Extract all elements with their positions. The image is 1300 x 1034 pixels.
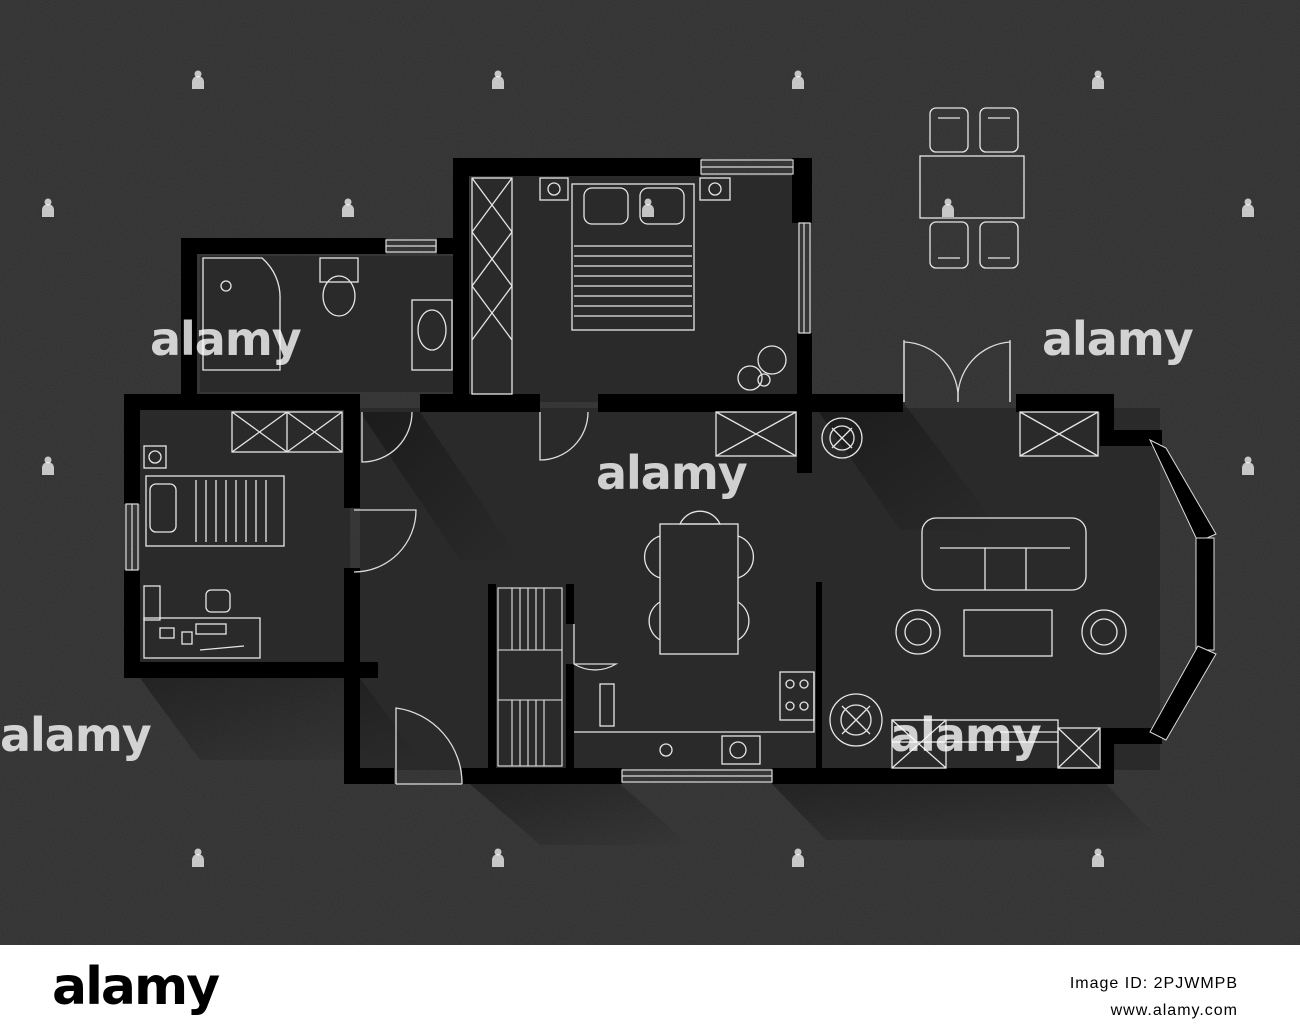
footer-url: www.alamy.com <box>1110 1002 1238 1019</box>
floor-plan <box>0 0 1300 945</box>
watermark-person-icon <box>1242 198 1254 217</box>
footer-logo: alamy <box>52 957 220 1017</box>
master-bedroom-furniture <box>471 177 787 395</box>
wall-shadows <box>140 402 1160 845</box>
watermark-text: alamy <box>1042 312 1194 366</box>
watermark-person-icon <box>642 198 654 217</box>
watermark-person-icon <box>42 456 54 475</box>
watermark-person-icon <box>492 70 504 89</box>
bathroom-fixtures <box>202 257 453 371</box>
kitchen-counter <box>574 671 815 765</box>
cabinets <box>715 411 1101 769</box>
floor-area <box>140 176 1160 770</box>
watermark-person-icon <box>342 198 354 217</box>
outdoor-dining-set <box>919 107 1025 269</box>
watermark-text: alamy <box>596 446 748 500</box>
watermark-person-icon <box>1242 456 1254 475</box>
watermark-person-icon <box>1092 848 1104 867</box>
watermark-icons <box>42 70 1254 867</box>
watermark-person-icon <box>792 848 804 867</box>
watermark-person-icon <box>1092 70 1104 89</box>
windows <box>125 159 811 783</box>
doors <box>353 340 1011 785</box>
watermark-person-icon <box>192 848 204 867</box>
dining-set <box>643 510 755 655</box>
watermark-text: alamy <box>0 708 152 762</box>
watermark-person-icon <box>192 70 204 89</box>
pantry-shelving <box>497 587 563 767</box>
watermark-text: alamy <box>890 708 1042 762</box>
plants <box>821 417 883 747</box>
watermark-person-icon <box>942 198 954 217</box>
chalkboard-background: alamy alamy alamy alamy alamy <box>0 0 1300 945</box>
watermark-person-icon <box>792 70 804 89</box>
watermark-person-icon <box>42 198 54 217</box>
bay-window <box>1148 438 1217 741</box>
watermark-text: alamy <box>150 312 302 366</box>
living-room-furniture <box>891 517 1127 743</box>
watermark-person-icon <box>492 848 504 867</box>
kids-bedroom-furniture <box>143 411 343 659</box>
footer-image-id: Image ID: 2PJWMPB <box>1069 975 1238 992</box>
footer-bar: alamy <box>0 945 1300 1034</box>
